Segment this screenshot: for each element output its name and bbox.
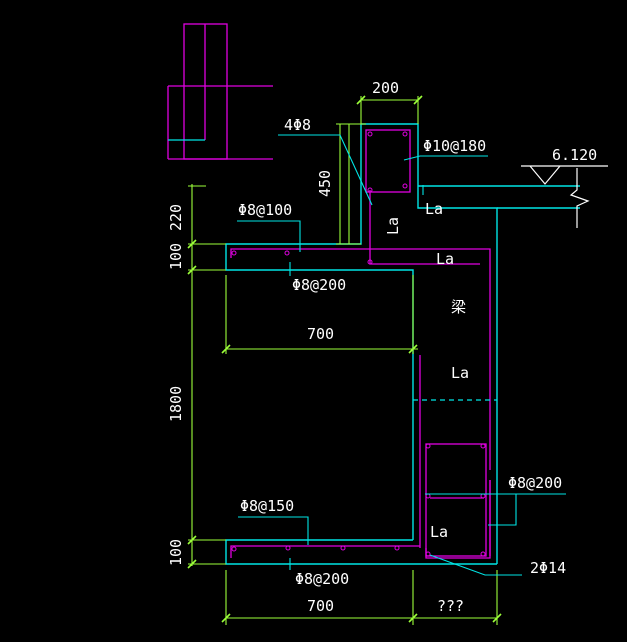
la-label-3: La [436,250,454,268]
dim-100-bottom-label: 100 [167,539,185,566]
dim-700-lower-label: 700 [307,597,334,615]
la-label-2: La [384,217,402,235]
rebar-dots [231,131,486,557]
rebar-lines [230,129,491,559]
elevation-marker [521,165,608,185]
break-symbol [569,168,590,228]
dimension-ticks [187,95,502,623]
la-label-5: La [430,523,448,541]
concrete-outline [225,123,580,565]
elevation-label: 6.120 [552,146,597,164]
rebar-wall-right-label: Φ8@200 [508,474,562,492]
la-label-1: La [425,200,443,218]
reference-block [167,23,273,160]
dim-220-label: 220 [167,204,185,231]
rebar-upper-slab-top-label: Φ8@100 [238,201,292,219]
la-label-4: La [451,364,469,382]
dim-700-upper-label: 700 [307,325,334,343]
rebar-top-corner-label: 4Φ8 [284,116,311,134]
dim-1800-label: 1800 [167,386,185,422]
beam-label: 梁 [451,298,466,316]
rebar-upper-slab-bottom-label: Φ8@200 [292,276,346,294]
rebar-lower-slab-bottom-label: Φ8@200 [295,570,349,588]
rebar-corner-bottom-label: 2Φ14 [530,559,566,577]
dimension-lines [188,96,498,625]
dim-450-label: 450 [316,170,334,197]
dim-100-top-label: 100 [167,243,185,270]
dim-top-width-label: 200 [372,79,399,97]
rebar-lower-slab-top-label: Φ8@150 [240,497,294,515]
dim-unknown-label: ??? [437,597,464,615]
leader-lines [237,134,566,576]
stirrup-label: Φ10@180 [423,137,486,155]
